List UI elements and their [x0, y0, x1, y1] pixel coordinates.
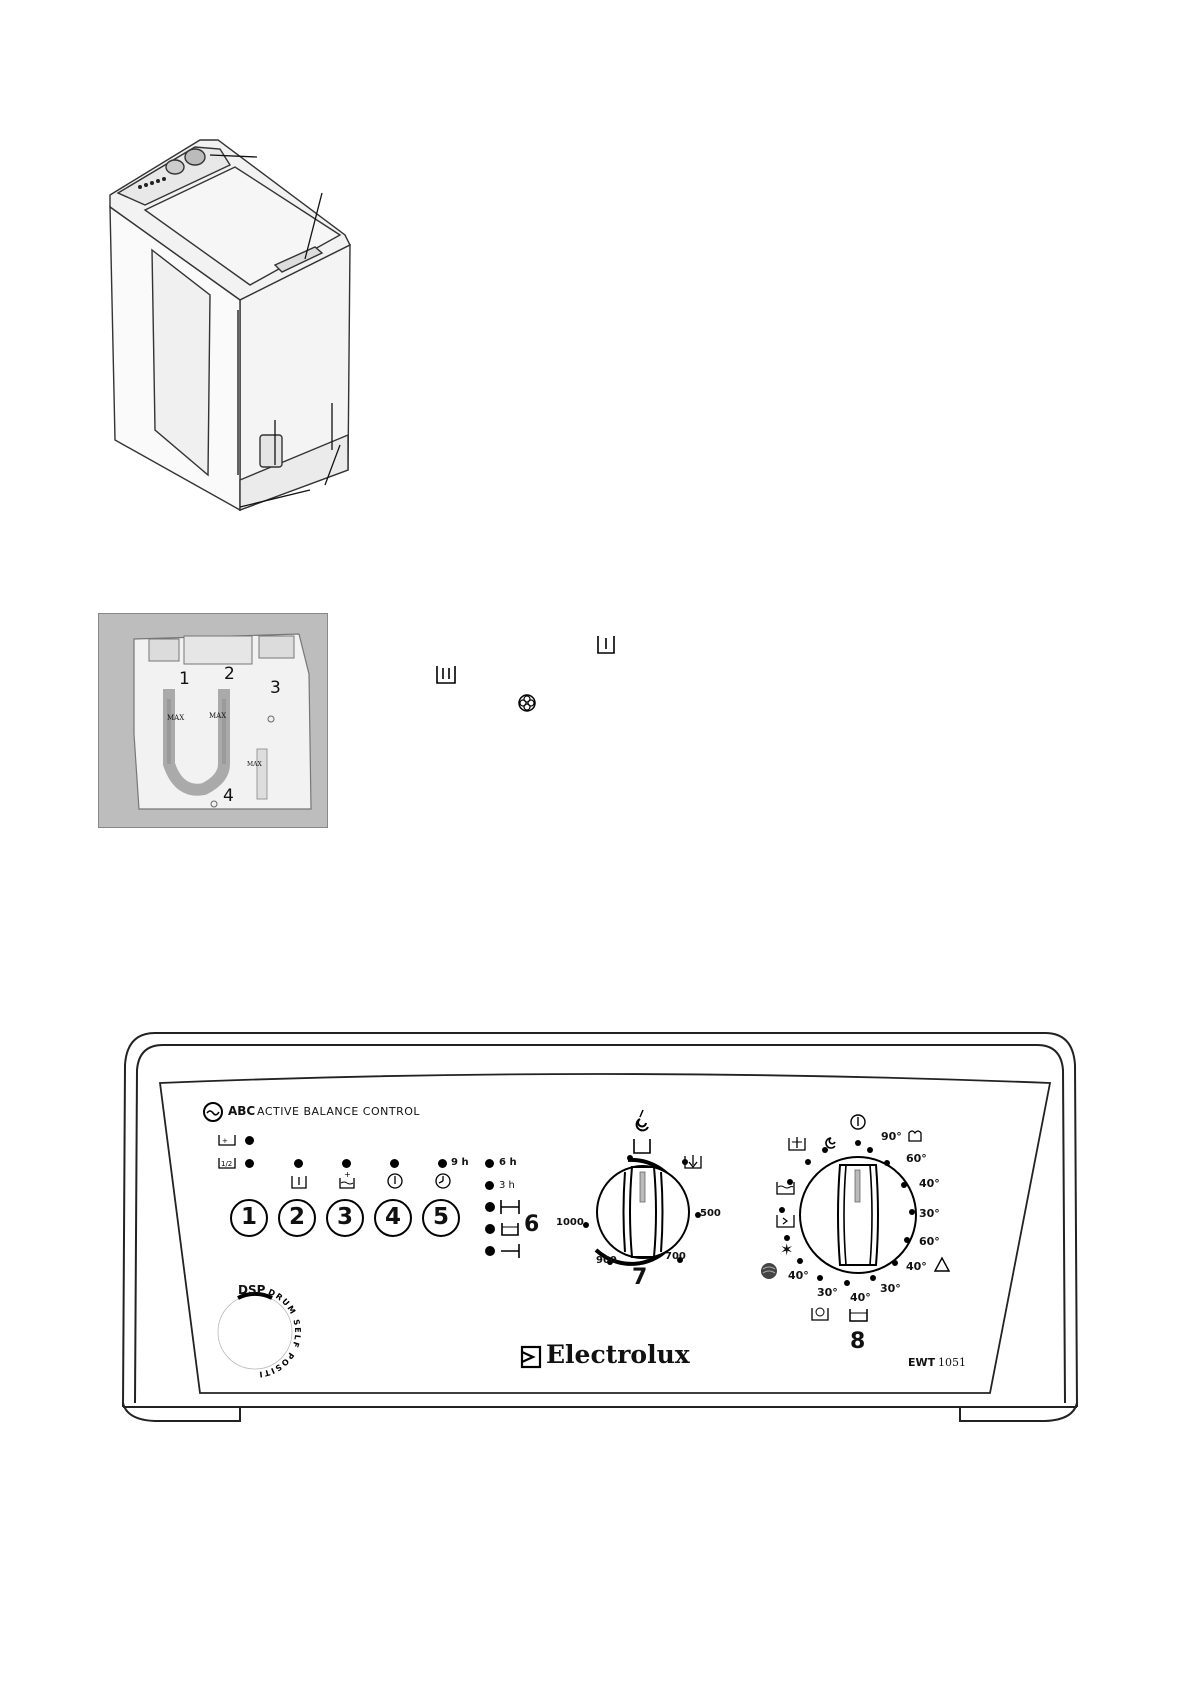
option-button-5[interactable]: 5: [422, 1199, 460, 1237]
led-phase-wash: [485, 1202, 495, 1212]
led-phase-end: [485, 1246, 495, 1256]
svg-text:1/2: 1/2: [221, 1160, 232, 1168]
temp-cotton-40: 40°: [919, 1177, 940, 1190]
spin-speed-900: 900: [596, 1255, 617, 1266]
temp-synthetic-30: 30°: [880, 1282, 901, 1295]
programme-dial[interactable]: [790, 1110, 930, 1300]
temp-cotton-90: 90°: [881, 1130, 902, 1143]
spin-speed-500: 500: [700, 1208, 721, 1219]
temp-bottom-40: 40°: [850, 1291, 871, 1304]
delay-3h-label: 3 h: [499, 1180, 515, 1191]
svg-text:+: +: [222, 1137, 228, 1145]
spin-speed-1000: 1000: [556, 1217, 584, 1228]
max-label-2: MAX: [209, 712, 227, 720]
phase-wash-icon: [500, 1200, 520, 1214]
led-delay-9h: [438, 1159, 447, 1168]
dispenser-photo: 1 2 3 4 MAX MAX MAX: [98, 613, 328, 828]
half-load-plus-icon: +: [218, 1135, 236, 1146]
abc-logo-icon: [203, 1102, 223, 1122]
dsp-badge: [217, 1291, 293, 1370]
prewash-icon: [291, 1176, 307, 1189]
start-pause-icon: [387, 1173, 403, 1189]
group6-label: 6: [524, 1212, 540, 1237]
timer-9h-label: 9 h: [451, 1157, 469, 1168]
led-half-load: [245, 1159, 254, 1168]
delay-timer-icon: [435, 1173, 451, 1189]
svg-text:+: +: [344, 1170, 351, 1179]
wool-icon: [761, 1263, 777, 1279]
dsp-label: DSP: [238, 1283, 266, 1297]
dsp-ring-text: DRUM SELF POSITIONING: [205, 1282, 302, 1379]
abc-short-label: ABC: [228, 1104, 256, 1118]
led-extra-rinse: [245, 1136, 254, 1145]
option-button-4[interactable]: 4: [374, 1199, 412, 1237]
half-load-icon: 1/2: [218, 1158, 236, 1169]
softener-compartment-icon: [518, 694, 536, 712]
synthetics-triangle-icon: [933, 1256, 951, 1272]
phase-rinse-icon: [501, 1223, 519, 1236]
control-panel-outline: [122, 1032, 1078, 1422]
handwash-icon: [811, 1307, 829, 1321]
option-button-2[interactable]: 2: [278, 1199, 316, 1237]
temp-cotton-60: 60°: [906, 1152, 927, 1165]
brand-name: Electrolux: [546, 1340, 690, 1369]
led-start: [390, 1159, 399, 1168]
rinse-plus-icon: +: [339, 1170, 355, 1189]
rinses-icon: [776, 1182, 795, 1195]
led-delay-3h: [485, 1181, 494, 1190]
spin-speed-700: 700: [665, 1251, 686, 1262]
electrolux-logo-icon: [520, 1345, 542, 1369]
temp-handwash-30: 30°: [817, 1286, 838, 1299]
washing-machine-illustration: [109, 139, 351, 512]
led-rinse-plus: [342, 1159, 351, 1168]
spin-program-icon: [825, 1137, 836, 1149]
svg-text:DRUM SELF POSITIONING: DRUM SELF POSITIONING: [205, 1282, 302, 1379]
max-label-1: MAX: [167, 714, 185, 722]
tub-program-icon: [849, 1309, 868, 1322]
softener-program-icon: [776, 1215, 795, 1228]
temp-synthetic-60: 60°: [919, 1235, 940, 1248]
model-number: 1051: [938, 1356, 966, 1369]
temp-wool-40: 40°: [788, 1269, 809, 1282]
temp-synthetic-40: 40°: [906, 1260, 927, 1273]
delicates-star-icon: ✶: [780, 1240, 794, 1259]
phase-end-icon: [501, 1244, 520, 1258]
cotton-flower-icon: [908, 1130, 922, 1142]
prewash-compartment-icon: [597, 636, 615, 654]
rinse-hold-icon: [788, 1137, 806, 1151]
temp-cotton-30: 30°: [919, 1207, 940, 1220]
option-button-1[interactable]: 1: [230, 1199, 268, 1237]
dial8-label: 8: [850, 1329, 866, 1354]
led-phase-rinse: [485, 1224, 495, 1234]
dispenser-label-3: 3: [270, 678, 281, 698]
dispenser-label-4: 4: [223, 786, 234, 806]
spin-speed-dial[interactable]: [570, 1150, 720, 1270]
programme-dial-dots: [779, 1147, 915, 1286]
max-label-3: MAX: [247, 761, 262, 768]
mainwash-compartment-icon: [436, 666, 456, 684]
dial7-label: 7: [632, 1265, 648, 1290]
dispenser-label-2: 2: [224, 664, 235, 684]
option-button-3[interactable]: 3: [326, 1199, 364, 1237]
dispenser-label-1: 1: [179, 669, 190, 689]
abc-long-label: ACTIVE BALANCE CONTROL: [257, 1105, 420, 1118]
model-prefix: EWT: [908, 1356, 936, 1369]
led-prewash: [294, 1159, 303, 1168]
delay-6h-label: 6 h: [499, 1157, 517, 1168]
led-delay-6h: [485, 1159, 494, 1168]
